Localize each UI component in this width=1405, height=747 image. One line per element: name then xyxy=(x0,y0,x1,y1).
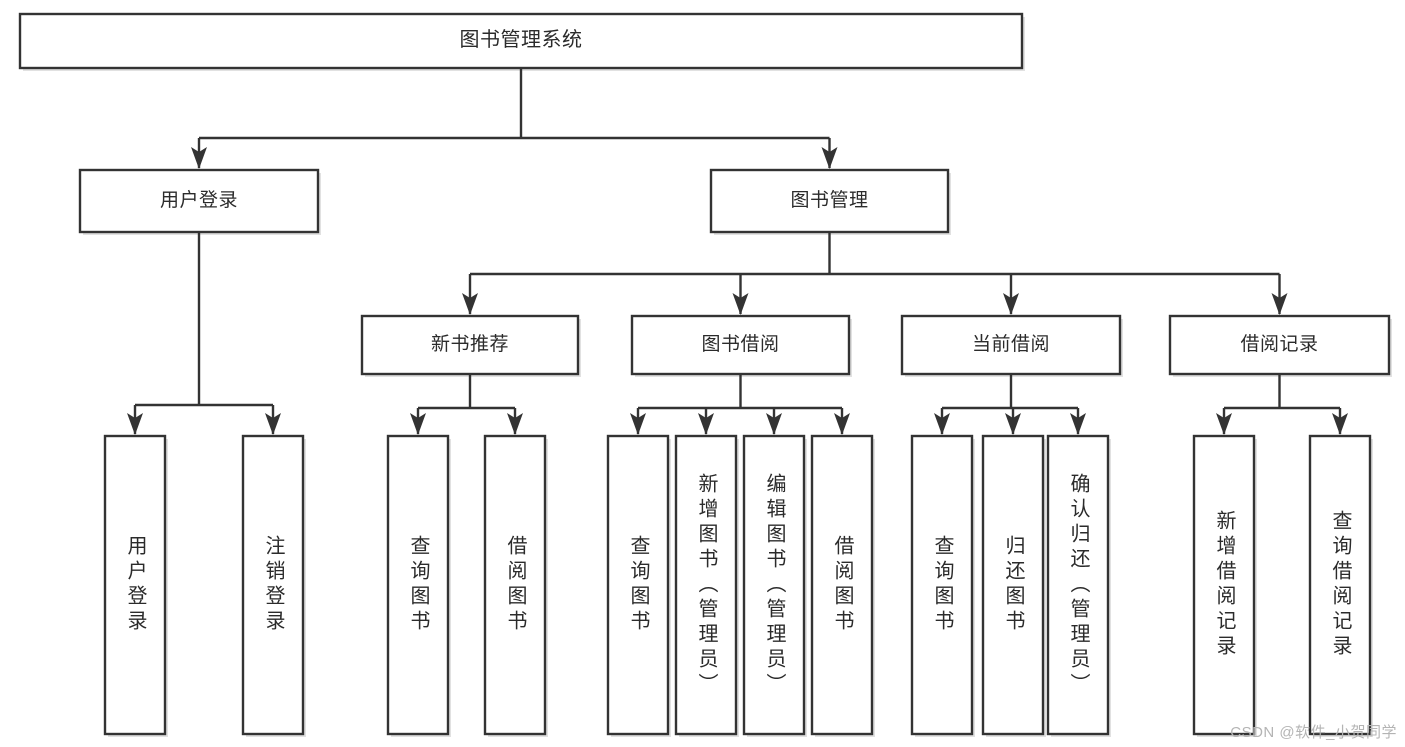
arrow-head xyxy=(821,147,838,169)
node-box-book-borrow[interactable] xyxy=(630,314,851,376)
node-box-leaf-logout[interactable] xyxy=(241,434,305,736)
node-box-book-manage[interactable] xyxy=(709,168,950,234)
arrow-head xyxy=(410,413,426,435)
node-box-leaf-query-record[interactable] xyxy=(1308,434,1372,736)
arrow-head xyxy=(934,413,950,435)
node-box-leaf-return-book[interactable] xyxy=(981,434,1045,736)
node-box-leaf-user-login[interactable] xyxy=(103,434,167,736)
box-layer xyxy=(18,12,1391,736)
connector-layer xyxy=(127,68,1348,435)
node-box-borrow-record[interactable] xyxy=(1168,314,1391,376)
node-box-root[interactable] xyxy=(18,12,1024,70)
arrow-head xyxy=(1332,413,1348,435)
node-box-current-borrow[interactable] xyxy=(900,314,1122,376)
arrow-head xyxy=(630,413,646,435)
arrow-head xyxy=(698,413,714,435)
arrow-head xyxy=(1271,293,1288,315)
arrow-head xyxy=(766,413,782,435)
arrow-head xyxy=(1070,413,1086,435)
node-box-new-book-recommend[interactable] xyxy=(360,314,580,376)
arrow-head xyxy=(462,293,478,315)
arrow-head xyxy=(834,413,850,435)
node-box-leaf-add-record[interactable] xyxy=(1192,434,1256,736)
node-box-leaf-edit-book[interactable] xyxy=(742,434,806,736)
node-box-leaf-borrow-book-1[interactable] xyxy=(483,434,547,736)
node-box-user-login[interactable] xyxy=(78,168,320,234)
arrow-head xyxy=(191,147,207,169)
node-box-leaf-query-book-1[interactable] xyxy=(386,434,450,736)
arrow-head xyxy=(127,413,143,435)
node-box-leaf-query-book-2[interactable] xyxy=(606,434,670,736)
arrow-head xyxy=(1216,413,1232,435)
arrow-head xyxy=(265,413,281,435)
node-box-leaf-add-book[interactable] xyxy=(674,434,738,736)
arrow-head xyxy=(507,413,523,435)
node-box-leaf-borrow-book-2[interactable] xyxy=(810,434,874,736)
arrow-head xyxy=(1003,293,1019,315)
arrow-head xyxy=(732,293,749,315)
arrow-head xyxy=(1005,413,1021,435)
watermark-text: CSDN @软件_小贺同学 xyxy=(1230,724,1397,741)
node-box-leaf-confirm-return[interactable] xyxy=(1046,434,1110,736)
node-box-leaf-query-book-3[interactable] xyxy=(910,434,974,736)
